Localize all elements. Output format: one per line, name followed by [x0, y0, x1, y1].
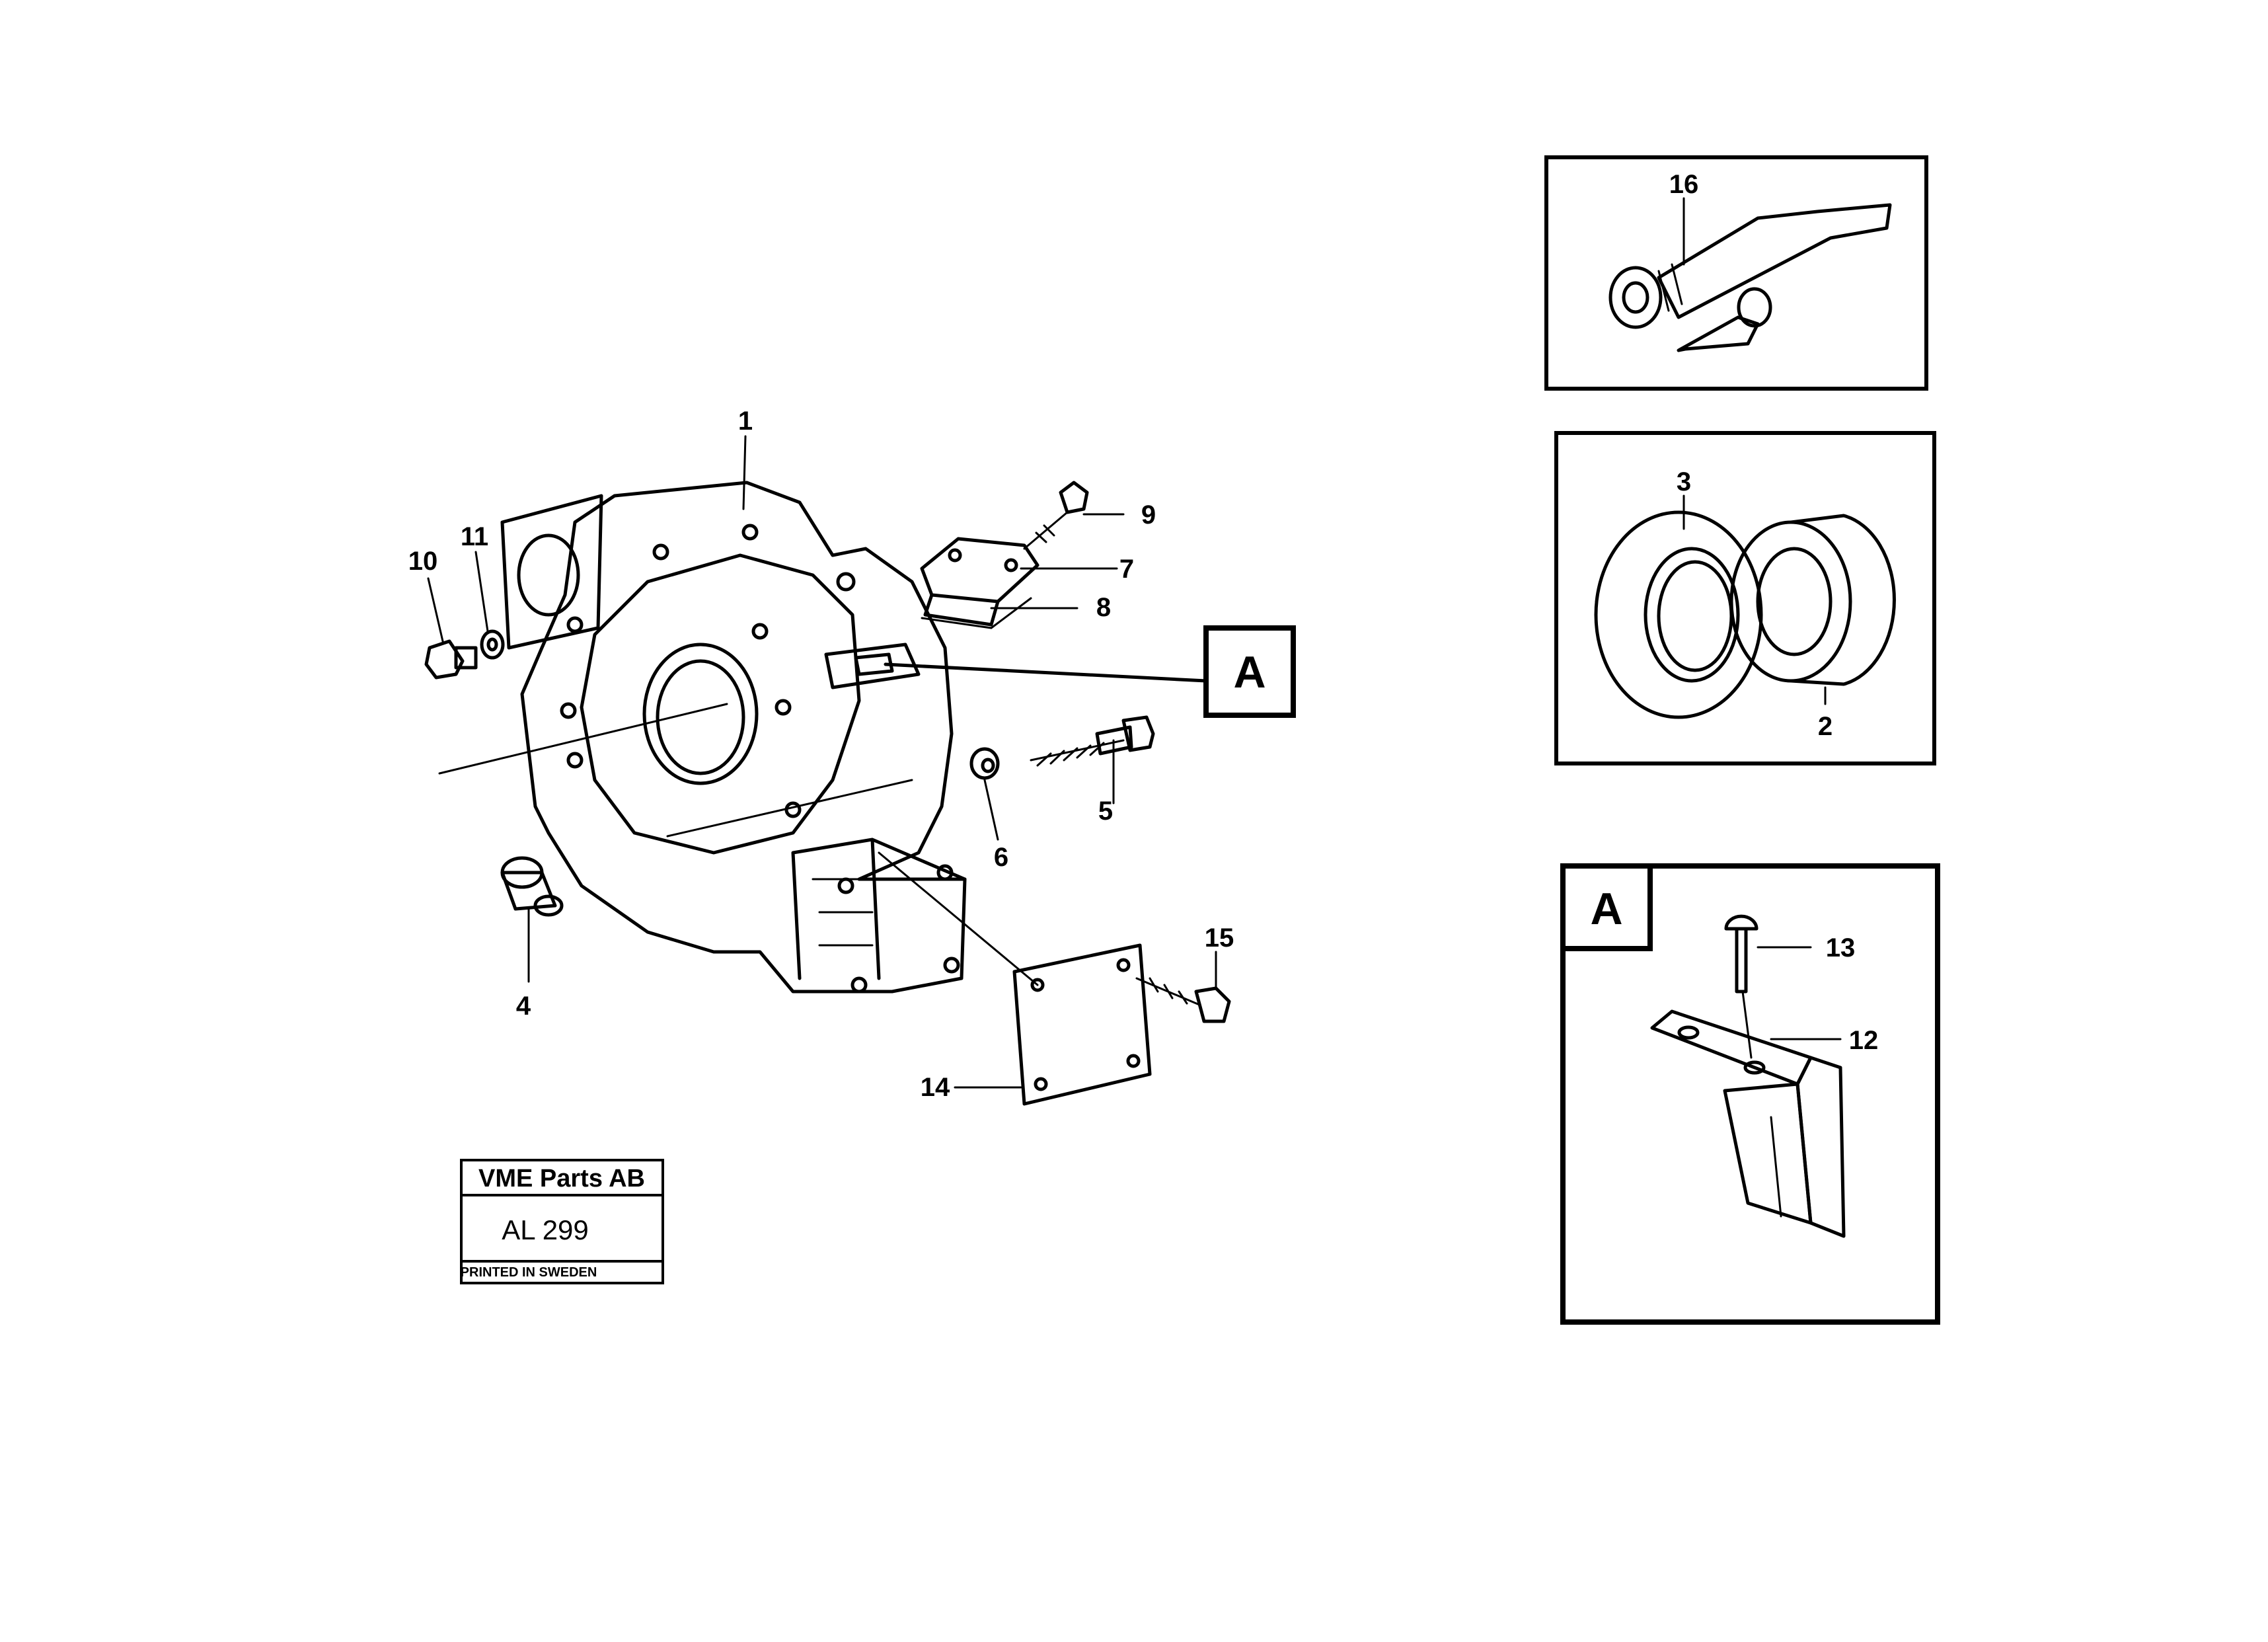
callout-9: 9 [1141, 500, 1156, 529]
callout-11: 11 [461, 522, 488, 551]
detail-box-seals: 3 2 [1554, 431, 1936, 765]
part-5-bolt [1030, 715, 1155, 767]
callout-16: 16 [1669, 170, 1699, 199]
part-12-bracket [1650, 1009, 1846, 1238]
flywheel-housing [438, 481, 967, 994]
svg-text:A: A [1233, 647, 1266, 697]
part-7-cover [920, 537, 1040, 627]
title-stamp: VME Parts AB AL 299 PRINTED IN SWEDEN [460, 1159, 664, 1284]
detail-box-sealant: 16 [1544, 155, 1928, 391]
part-2-seal [1729, 514, 1896, 686]
part-10-plug [424, 639, 478, 680]
callout-14: 14 [921, 1073, 950, 1102]
stamp-company: VME Parts AB [478, 1165, 645, 1192]
callout-8: 8 [1096, 593, 1111, 622]
part-6-washer [969, 747, 1000, 780]
callout-4: 4 [516, 992, 531, 1021]
callout-15: 15 [1205, 923, 1234, 953]
callout-7: 7 [1119, 555, 1134, 584]
part-3-seal [1594, 510, 1763, 719]
callout-13: 13 [1826, 933, 1856, 962]
stamp-code: AL 299 [502, 1214, 589, 1245]
callout-2: 2 [1818, 712, 1833, 741]
callout-12: 12 [1849, 1026, 1879, 1055]
part-15-screw [1135, 977, 1231, 1023]
callout-5: 5 [1098, 797, 1113, 826]
callout-6: 6 [994, 843, 1008, 872]
callout-leaders [427, 435, 1217, 1089]
svg-text:A: A [1590, 884, 1622, 934]
housing-bolt-holes [560, 524, 960, 994]
part-11-washer [480, 629, 505, 660]
part-14-cover-plate [878, 851, 1152, 1106]
callout-labels: 1 10 11 9 7 8 5 6 4 15 14 [408, 407, 1234, 1102]
callout-1: 1 [738, 407, 753, 436]
part-9-screw [1023, 481, 1089, 550]
part-16-sealant-tube [1608, 203, 1892, 352]
callout-3: 3 [1677, 467, 1691, 496]
part-4-bushing [500, 856, 564, 917]
part-13-rivet [1724, 914, 1758, 1059]
detail-a-marker: A [1203, 625, 1296, 718]
detail-box-a: A 13 12 [1560, 863, 1940, 1325]
detail-a-leader [884, 662, 1208, 683]
callout-10: 10 [408, 547, 438, 576]
stamp-footer: PRINTED IN SWEDEN [461, 1265, 597, 1280]
